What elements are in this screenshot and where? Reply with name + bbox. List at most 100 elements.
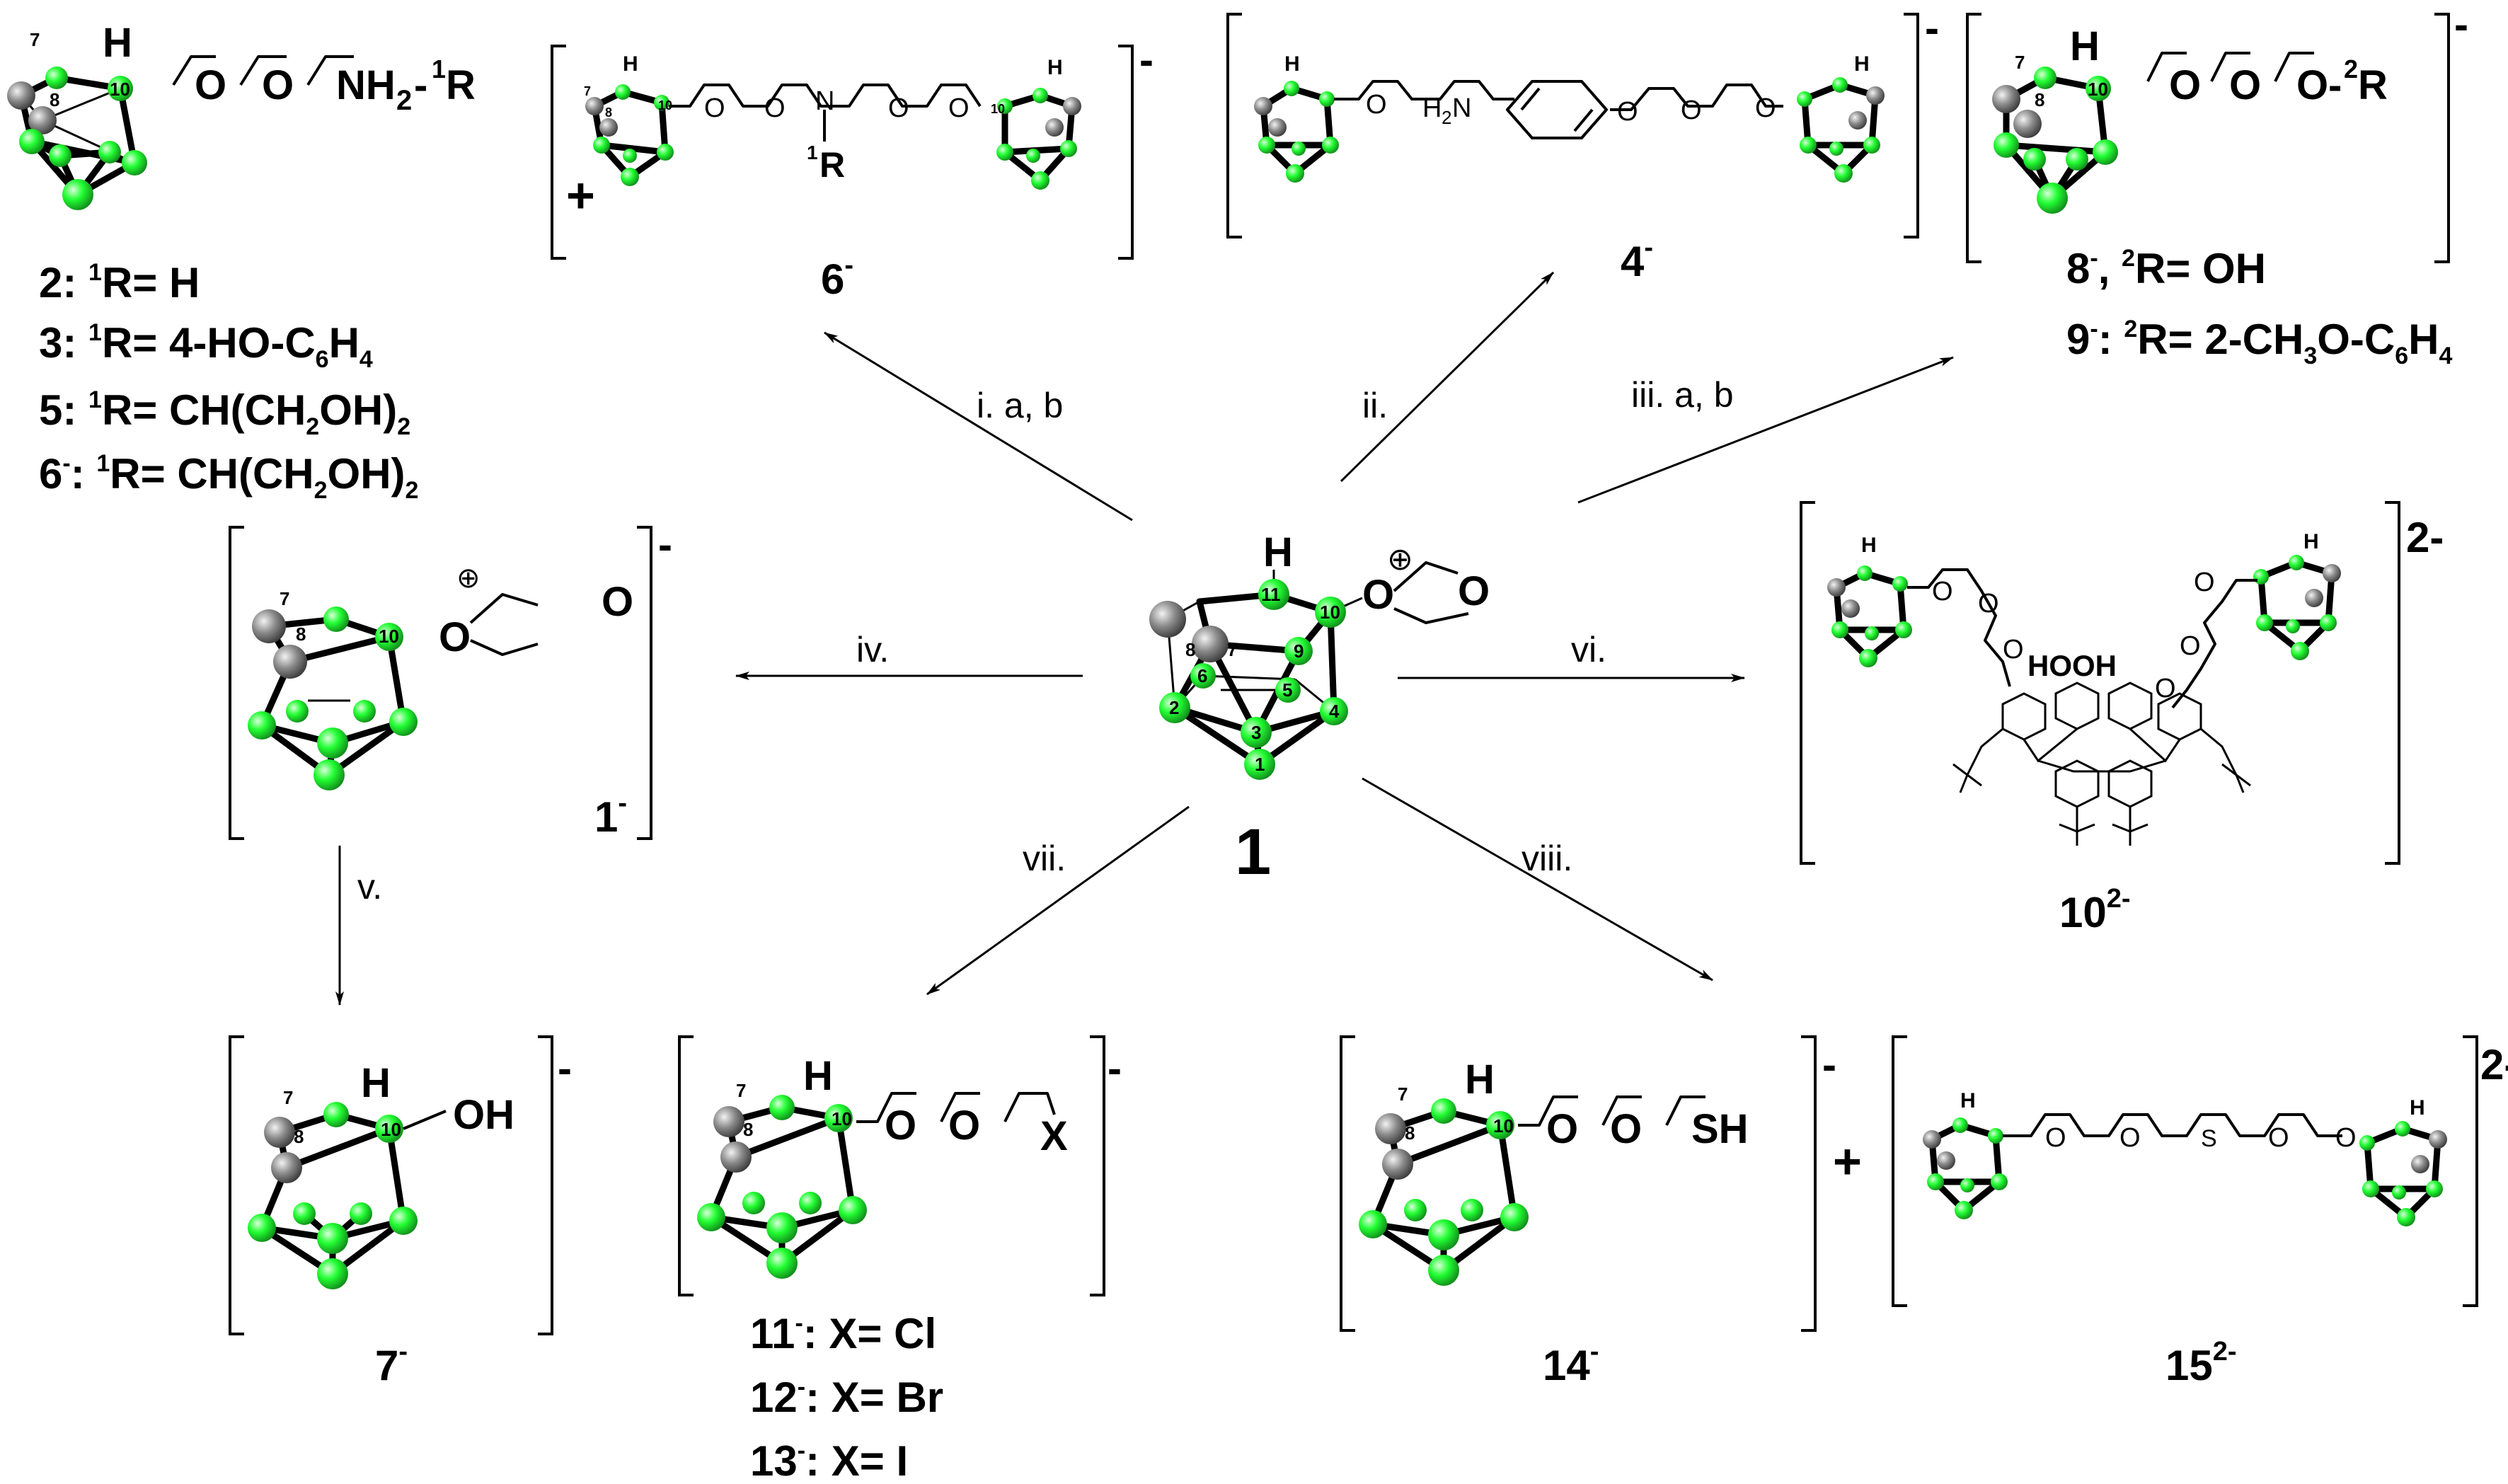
svg-text:10: 10 bbox=[379, 626, 399, 647]
svg-text:12-: X= Br: 12-: X= Br bbox=[750, 1374, 943, 1421]
svg-text:O: O bbox=[948, 1103, 980, 1149]
svg-text:7: 7 bbox=[1398, 1083, 1408, 1105]
svg-text:6-: 1R= CH(CH2OH)2: 6-: 1R= CH(CH2OH)2 bbox=[39, 450, 418, 504]
svg-text:7: 7 bbox=[280, 588, 289, 609]
center-h: H bbox=[1263, 529, 1293, 575]
center-o-ring: O bbox=[1458, 568, 1490, 614]
svg-text:H: H bbox=[1854, 52, 1870, 76]
arrow-label-vii: vii. bbox=[1023, 839, 1066, 878]
svg-text:S: S bbox=[2201, 1125, 2217, 1152]
svg-text:O: O bbox=[2045, 1123, 2066, 1153]
svg-text:O: O bbox=[1978, 589, 1999, 619]
compound-label-1: 1 bbox=[1235, 816, 1271, 888]
atom-numbers: 11 10 9 8 7 2 6 5 4 3 1 bbox=[1169, 584, 1340, 775]
svg-text:11: 11 bbox=[1261, 584, 1281, 605]
arrow-label-iv: iv. bbox=[856, 630, 889, 669]
svg-text:-: - bbox=[558, 1045, 572, 1092]
compound-15: 2- H O O S O O bbox=[1892, 1035, 2508, 1389]
svg-text:O: O bbox=[439, 614, 471, 660]
svg-text:H: H bbox=[1284, 52, 1300, 76]
svg-text:1: 1 bbox=[1255, 754, 1265, 775]
compound-6: - H 7 8 10 O O N O O 1 bbox=[551, 36, 1154, 303]
svg-text:2: 1R= H: 2: 1R= H bbox=[39, 259, 200, 306]
svg-text:O: O bbox=[2119, 1123, 2141, 1153]
compound-8-9: - 7 8 10 H O O O - bbox=[1966, 1, 2468, 369]
svg-text:6: 6 bbox=[1197, 665, 1207, 686]
compound-14: - 7 8 10 H bbox=[1340, 1035, 1862, 1389]
svg-text:H: H bbox=[1422, 93, 1442, 123]
svg-text:O: O bbox=[2180, 631, 2201, 661]
compound-1: 11 10 9 8 7 2 6 5 4 3 1 H O ⊕ O 1 bbox=[1149, 529, 1490, 888]
svg-text:O: O bbox=[2268, 1123, 2289, 1153]
svg-text:O: O bbox=[1546, 1106, 1578, 1152]
svg-text:R: R bbox=[446, 62, 476, 108]
svg-text:7-: 7- bbox=[375, 1337, 408, 1389]
arrow-viii bbox=[1362, 777, 1713, 982]
arrow-i bbox=[824, 331, 1133, 522]
svg-text:13-: X= I: 13-: X= I bbox=[750, 1437, 908, 1484]
plus-sign-2: + bbox=[1833, 1134, 1862, 1189]
svg-text:O: O bbox=[2155, 674, 2176, 703]
svg-text:10: 10 bbox=[832, 1108, 852, 1129]
svg-text:-: - bbox=[1925, 4, 1939, 52]
svg-text:O: O bbox=[2194, 568, 2215, 597]
svg-text:O: O bbox=[2335, 1123, 2357, 1153]
svg-text:8: 8 bbox=[1405, 1122, 1415, 1144]
svg-text:O: O bbox=[2229, 62, 2261, 108]
svg-text:-: - bbox=[2328, 62, 2342, 108]
svg-text:⊕: ⊕ bbox=[456, 563, 481, 594]
arrow-label-vi: vi. bbox=[1571, 630, 1606, 669]
svg-text:-: - bbox=[1822, 1041, 1836, 1088]
svg-text:1-: 1- bbox=[594, 788, 627, 841]
svg-text:10: 10 bbox=[1320, 602, 1340, 623]
compound-2: 7 8 10 H O O NH 2 - 1 R + bbox=[7, 20, 595, 223]
arrow-iii bbox=[1577, 356, 1954, 504]
svg-text:O: O bbox=[888, 93, 909, 123]
calixarene-core bbox=[1952, 681, 2251, 846]
svg-text:NH: NH bbox=[336, 62, 396, 108]
svg-text:7: 7 bbox=[30, 29, 40, 50]
svg-text:N: N bbox=[1452, 93, 1471, 123]
compound-1-anion: - 7 8 10 O bbox=[229, 521, 672, 841]
svg-text:8: 8 bbox=[50, 89, 59, 110]
svg-text:7: 7 bbox=[2015, 52, 2025, 73]
svg-text:O: O bbox=[1681, 96, 1702, 125]
svg-text:6-: 6- bbox=[821, 251, 853, 303]
svg-text:3: 3 bbox=[1251, 722, 1261, 743]
svg-text:H: H bbox=[1861, 534, 1877, 557]
svg-text:10: 10 bbox=[381, 1119, 401, 1140]
compound-4: - H O H 2 N O O O bbox=[1226, 4, 1939, 285]
svg-text:7: 7 bbox=[584, 84, 591, 98]
svg-text:O: O bbox=[885, 1103, 916, 1149]
arrow-label-i: i. a, b bbox=[977, 386, 1063, 425]
svg-text:HOOH: HOOH bbox=[2027, 649, 2117, 682]
svg-text:O: O bbox=[2296, 62, 2328, 108]
arrow-vii bbox=[926, 805, 1190, 996]
svg-text:8-, 2R= OH: 8-, 2R= OH bbox=[2066, 245, 2266, 292]
svg-text:H: H bbox=[1047, 56, 1063, 79]
svg-text:H: H bbox=[2303, 530, 2319, 553]
svg-text:1: 1 bbox=[432, 54, 446, 84]
legend-2-6: 2: 1R= H 3: 1R= 4-HO-C6H4 5: 1R= CH(CH2O… bbox=[39, 259, 418, 504]
arrow-ii bbox=[1340, 271, 1555, 483]
svg-text:8: 8 bbox=[296, 623, 306, 645]
svg-text:5: 5 bbox=[1282, 679, 1292, 701]
svg-text:8: 8 bbox=[294, 1126, 304, 1147]
arrow-label-ii: ii. bbox=[1362, 386, 1388, 425]
svg-text:3: 1R= 4-HO-C6H4: 3: 1R= 4-HO-C6H4 bbox=[39, 319, 373, 373]
svg-text:14-: 14- bbox=[1543, 1337, 1599, 1389]
svg-text:4: 4 bbox=[1329, 701, 1340, 722]
svg-text:102-: 102- bbox=[2059, 884, 2131, 936]
svg-text:O: O bbox=[1932, 577, 1953, 606]
svg-text:11-: X= Cl: 11-: X= Cl bbox=[750, 1310, 936, 1357]
svg-text:8: 8 bbox=[2035, 89, 2044, 110]
svg-text:O: O bbox=[262, 62, 294, 108]
svg-text:OH: OH bbox=[453, 1092, 514, 1138]
cluster-atoms bbox=[1149, 579, 1348, 780]
svg-text:O: O bbox=[602, 579, 633, 625]
svg-text:2: 2 bbox=[2344, 54, 2358, 84]
svg-text:O: O bbox=[764, 93, 786, 123]
svg-text:N: N bbox=[815, 86, 834, 116]
svg-text:O: O bbox=[1610, 1106, 1642, 1152]
